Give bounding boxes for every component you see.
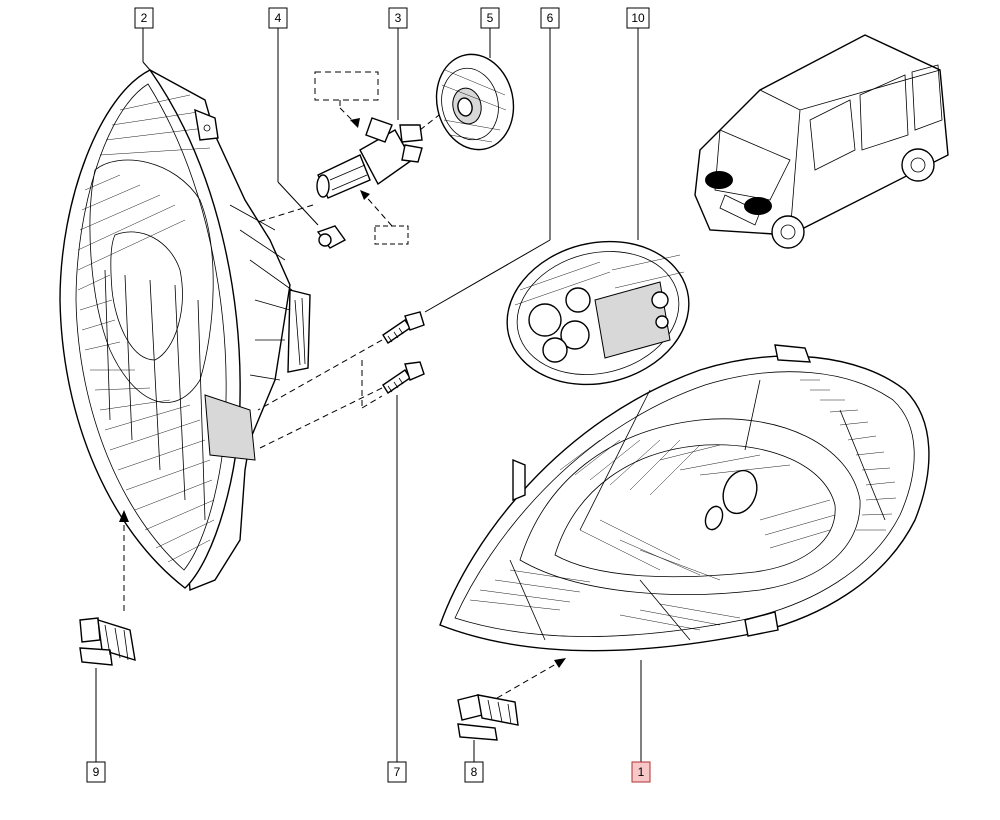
rear-cap (435, 53, 515, 151)
clip-right (457, 694, 519, 741)
right-headlamp-unit (439, 344, 930, 652)
left-headlamp-unit (59, 68, 311, 592)
clip-left (79, 617, 136, 666)
callout-8[interactable]: 8 (464, 761, 484, 783)
sidelight-bulb (316, 225, 347, 249)
van-location-icon (694, 34, 949, 249)
callout-6[interactable]: 6 (540, 7, 560, 29)
callout-10[interactable]: 10 (626, 7, 650, 29)
adjuster-screw-lower (382, 361, 425, 394)
callout-9[interactable]: 9 (86, 761, 106, 783)
callout-2[interactable]: 2 (134, 7, 154, 29)
callout-4[interactable]: 4 (268, 7, 288, 29)
callout-3[interactable]: 3 (388, 7, 408, 29)
bulb-kit-case (506, 240, 690, 386)
callout-1[interactable]: 1 (631, 761, 651, 783)
callout-5[interactable]: 5 (480, 7, 500, 29)
adjuster-screw-upper (382, 311, 425, 344)
main-h4-bulb (316, 117, 423, 199)
callout-7[interactable]: 7 (387, 761, 407, 783)
